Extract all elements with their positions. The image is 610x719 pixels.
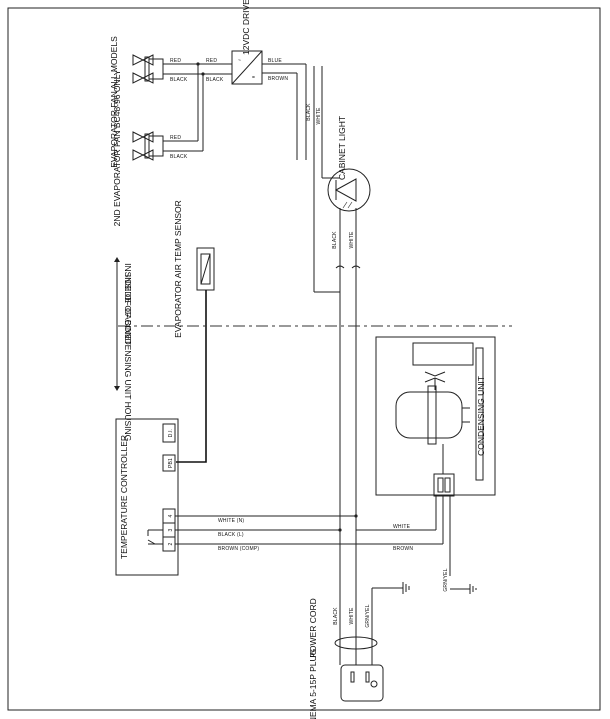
cabinet-light — [327, 168, 371, 212]
inside-cabinet-label: INSIDE OF CABINET — [123, 263, 133, 345]
wire-label-red: RED — [206, 58, 217, 64]
driver-label: 12VDC DRIVER — [241, 0, 251, 55]
wire-label-black: BLACK — [170, 77, 188, 83]
evaporator-fan-1 — [132, 54, 164, 84]
ground-condensing — [450, 584, 477, 594]
power-cord-label: POWER CORD — [308, 598, 318, 658]
evap-fan-1-label: EVAPORATOR FAN ALL MODELS — [109, 36, 119, 168]
plug-label: NEMA 5-15P PLUG — [308, 649, 318, 719]
condensing-unit-label: CONDENSING UNIT — [476, 376, 486, 456]
wire-label-red: RED — [170, 58, 181, 64]
wire-label-white: WHITE — [349, 607, 355, 625]
terminal-4: 4 — [168, 514, 174, 517]
wire-label-brown: BROWN — [393, 546, 413, 552]
evaporator-fan-2 — [132, 131, 164, 161]
svg-text:~: ~ — [238, 58, 241, 64]
svg-text:=: = — [252, 75, 255, 81]
wire-label-grn-yel: GRN/YEL — [365, 604, 371, 627]
air-temp-sensor — [196, 247, 215, 291]
condensing-unit-housing — [375, 336, 496, 496]
air-sensor-label: EVAPORATOR AIR TEMP SENSOR — [173, 200, 183, 338]
wire-label-grn-yel: GRN/YEL — [443, 568, 449, 591]
wire-label-brown-comp: BROWN (COMP) — [218, 546, 259, 552]
inside-condensing-label: INSIDE OF CONDENSING UNIT HOUSING — [123, 275, 133, 442]
compressor — [395, 385, 470, 445]
wire-label-blue: BLUE — [268, 58, 282, 64]
condenser-fan — [424, 371, 446, 390]
evap-fan-2-label: 2ND EVAPORATOR FAN BC48-96 ONLY — [112, 69, 122, 226]
wire-label-black: BLACK — [170, 154, 188, 160]
terminal-2: 2 — [168, 542, 174, 545]
temperature-controller — [115, 418, 179, 576]
led-driver: ~ = — [231, 50, 263, 85]
wire-label-white-n: WHITE (N) — [218, 518, 244, 524]
wire-label-white: WHITE — [393, 524, 411, 530]
wire-label-brown: BROWN — [268, 76, 288, 82]
power-cord-bundle — [334, 619, 378, 665]
wire-label-black-l: BLACK (L) — [218, 532, 244, 538]
diagram-border — [7, 7, 601, 711]
terminal-di: D.I. — [168, 429, 174, 438]
wire-label-white: WHITE — [316, 107, 322, 125]
wire-label-black: BLACK — [333, 607, 339, 625]
wire-label-red: RED — [170, 135, 181, 141]
wire-label-black: BLACK — [206, 77, 224, 83]
nema-plug — [340, 664, 384, 702]
ground-cord — [402, 582, 410, 594]
wire-label-white: WHITE — [349, 231, 355, 249]
cabinet-light-label: CABINET LIGHT — [337, 116, 347, 180]
terminal-pb1: PB1 — [168, 458, 174, 468]
terminal-3: 3 — [168, 528, 174, 531]
wire-label-black: BLACK — [306, 103, 312, 121]
wire-label-black: BLACK — [332, 231, 338, 249]
controller-label: TEMPERATURE CONTROLLER — [119, 435, 129, 559]
